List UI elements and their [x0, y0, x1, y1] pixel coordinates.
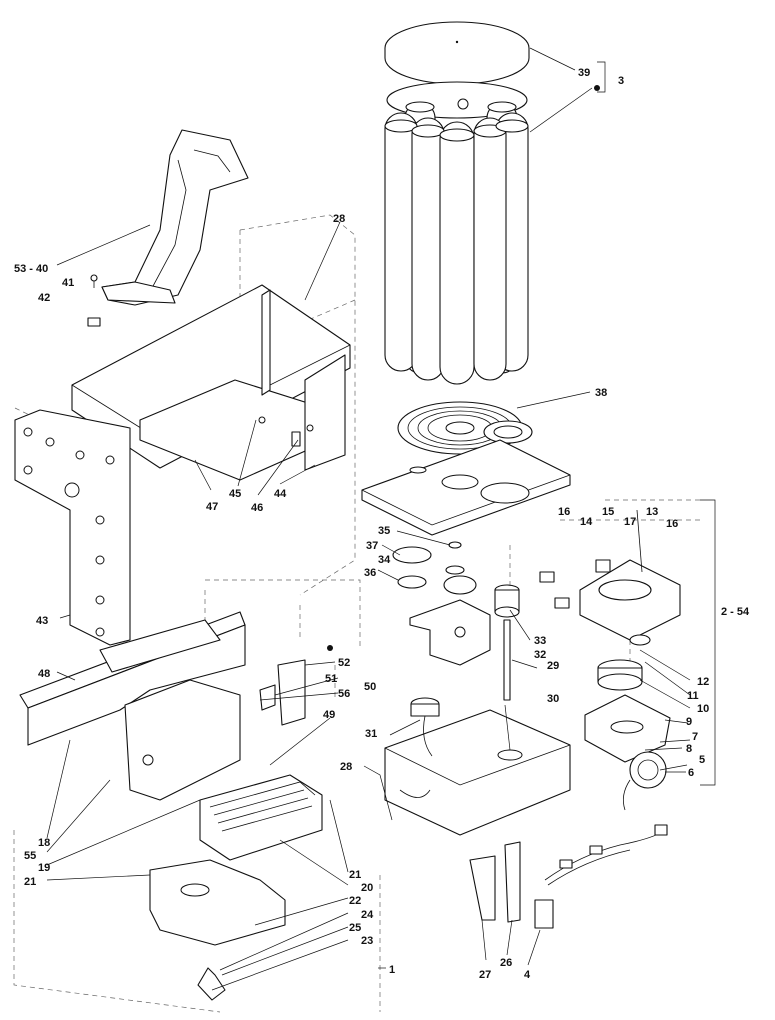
base-plate: [361, 439, 571, 536]
callout-9: 9: [686, 716, 692, 728]
mid-shield: [124, 679, 241, 801]
callout-4: 4: [524, 969, 531, 981]
callout-15: 15: [602, 506, 614, 518]
lower-tray: [384, 709, 571, 836]
bullet-marker-top: [594, 85, 600, 91]
callout-7: 7: [692, 731, 698, 743]
callout-37: 37: [366, 540, 378, 552]
callout-45: 45: [229, 488, 241, 500]
callout-13: 13: [646, 506, 658, 518]
dispenser-lid: [384, 21, 530, 85]
callout-33: 33: [534, 635, 546, 647]
callout-24: 24: [361, 909, 374, 921]
callout-43: 43: [36, 615, 48, 627]
shaft-sleeve: [494, 584, 520, 701]
callout-29: 29: [547, 660, 559, 672]
callout-23: 23: [361, 935, 373, 947]
callout-3: 3: [618, 75, 624, 87]
callout-56: 56: [338, 688, 350, 700]
callout-12: 12: [697, 676, 709, 688]
side-panel: [14, 409, 131, 646]
ring-and-plate: [584, 659, 671, 763]
callout-48: 48: [38, 668, 50, 680]
callout-49: 49: [323, 709, 335, 721]
callout-34: 34: [378, 554, 391, 566]
callout-21-left: 21: [24, 876, 36, 888]
callout-19: 19: [38, 862, 50, 874]
callout-16-right: 16: [666, 518, 678, 530]
bullet-marker-mid: [327, 645, 333, 651]
callout-14: 14: [580, 516, 593, 528]
callout-21-right: 21: [349, 869, 361, 881]
callout-53-40: 53 - 40: [14, 263, 48, 275]
chute: [87, 129, 249, 327]
callout-2-54: 2 - 54: [721, 606, 750, 618]
callout-30: 30: [547, 693, 559, 705]
cabinet-frame: [71, 284, 351, 481]
callout-46: 46: [251, 502, 263, 514]
callout-5: 5: [699, 754, 705, 766]
gear-bracket: [409, 599, 491, 666]
callout-47: 47: [206, 501, 218, 513]
front-bracket: [19, 611, 246, 746]
callout-28-bottom: 28: [340, 761, 352, 773]
hopper-tray: [199, 774, 323, 861]
callout-labels: 39 3 28 53 - 40 41 42 38 47 45 46 44 43 …: [14, 67, 750, 981]
small-motor: [622, 751, 667, 811]
callout-35: 35: [378, 525, 390, 537]
bottom-cover: [149, 859, 286, 946]
callout-27: 27: [479, 969, 491, 981]
callout-18: 18: [38, 837, 50, 849]
callout-52: 52: [338, 657, 350, 669]
callout-32: 32: [534, 649, 546, 661]
callout-55: 55: [24, 850, 36, 862]
callout-22: 22: [349, 895, 361, 907]
callout-8: 8: [686, 743, 692, 755]
callout-25: 25: [349, 922, 361, 934]
wire-harness: [534, 824, 668, 929]
callout-42: 42: [38, 292, 50, 304]
leader-lines: [46, 47, 716, 991]
callout-10: 10: [697, 703, 709, 715]
callout-20: 20: [361, 882, 373, 894]
callout-39: 39: [578, 67, 590, 79]
callout-51: 51: [325, 673, 337, 685]
coin-sensor: [410, 697, 440, 757]
callout-31: 31: [365, 728, 377, 740]
callout-50: 50: [364, 681, 376, 693]
callout-1: 1: [389, 964, 395, 976]
gear-stack: [392, 541, 477, 595]
callout-16-left: 16: [558, 506, 570, 518]
spiral-disc: [397, 401, 533, 455]
callout-38: 38: [595, 387, 607, 399]
callout-6: 6: [688, 767, 694, 779]
callout-11: 11: [687, 690, 699, 702]
cable-strips: [469, 841, 521, 923]
callout-28-top: 28: [333, 213, 345, 225]
small-bracket: [259, 659, 306, 726]
callout-36: 36: [364, 567, 376, 579]
tube-columns: [384, 81, 529, 385]
callout-44: 44: [274, 488, 287, 500]
callout-17: 17: [624, 516, 636, 528]
callout-26: 26: [500, 957, 512, 969]
callout-41: 41: [62, 277, 74, 289]
motor-housing: [539, 509, 681, 646]
foot-bracket: [197, 967, 226, 1001]
